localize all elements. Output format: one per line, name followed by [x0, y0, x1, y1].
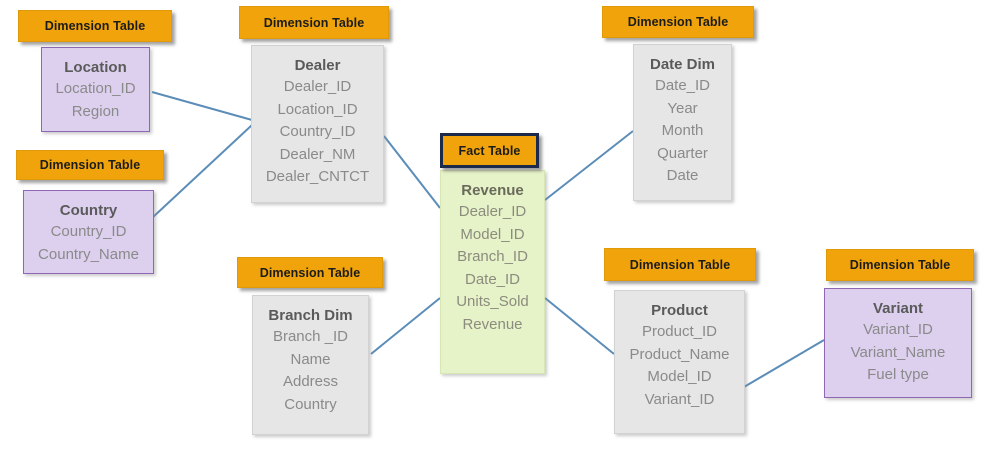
tag-label: Dimension Table — [849, 258, 951, 272]
field-branch-dim-3: Country — [284, 395, 337, 413]
field-date-dim-3: Quarter — [657, 144, 708, 162]
field-date-dim-4: Date — [666, 167, 699, 184]
table-location[interactable]: Location Location_ID Region — [41, 47, 150, 132]
field-date-dim-1: Year — [667, 99, 698, 117]
table-name-date-dim: Date Dim — [649, 56, 716, 73]
connector-product-variant — [743, 339, 825, 388]
field-country-0: Country_ID — [50, 223, 127, 240]
field-product-0: Product_ID — [641, 323, 718, 340]
connector-revenue-product — [544, 297, 615, 355]
tag-dimension-table-country: Dimension Table — [16, 150, 164, 180]
field-branch-dim-2: Address — [282, 373, 339, 390]
table-dealer[interactable]: Dealer Dealer_ID Location_ID Country_ID … — [251, 45, 384, 203]
table-product[interactable]: Product Product_ID Product_Name Model_ID… — [614, 290, 745, 434]
field-dealer-2: Country_ID — [279, 123, 356, 140]
connector-location-dealer — [151, 91, 253, 121]
field-dealer-4: Dealer_CNTCT — [265, 168, 370, 185]
tag-dimension-table-date-dim: Dimension Table — [602, 6, 754, 38]
table-name-product: Product — [651, 302, 708, 319]
connector-branchdim-revenue — [370, 297, 441, 355]
tag-label: Fact Table — [458, 143, 521, 158]
table-variant[interactable]: Variant Variant_ID Variant_Name Fuel typ… — [824, 288, 972, 398]
tag-label: Dimension Table — [629, 257, 731, 272]
field-country-1: Country_Name — [38, 245, 139, 263]
field-branch-dim-1: Name — [290, 350, 331, 368]
field-dealer-0: Dealer_ID — [283, 78, 352, 95]
field-date-dim-2: Month — [661, 122, 704, 139]
field-revenue-1: Model_ID — [460, 225, 525, 243]
tag-dimension-table-location: Dimension Table — [18, 10, 172, 42]
tag-label: Dimension Table — [39, 158, 141, 172]
field-branch-dim-0: Branch _ID — [272, 328, 349, 345]
field-location-1: Region — [71, 102, 120, 120]
field-dealer-1: Location_ID — [277, 100, 358, 118]
field-revenue-2: Branch_ID — [457, 248, 528, 265]
field-location-0: Location_ID — [55, 80, 136, 97]
field-revenue-3: Date_ID — [464, 270, 521, 288]
field-variant-1: Variant_Name — [850, 343, 946, 361]
tag-dimension-table-product: Dimension Table — [604, 248, 756, 281]
table-branch-dim[interactable]: Branch Dim Branch _ID Name Address Count… — [252, 295, 369, 435]
table-name-variant: Variant — [872, 300, 924, 317]
tag-dimension-table-variant: Dimension Table — [826, 249, 974, 281]
tag-label: Dimension Table — [627, 15, 729, 29]
tag-fact-table-revenue: Fact Table — [440, 133, 539, 168]
field-product-2: Model_ID — [647, 368, 712, 385]
connector-dealer-revenue — [383, 135, 441, 209]
field-variant-2: Fuel type — [867, 366, 929, 383]
table-revenue[interactable]: Revenue Dealer_ID Model_ID Branch_ID Dat… — [440, 170, 545, 374]
connector-country-dealer — [151, 124, 253, 219]
field-revenue-5: Revenue — [462, 315, 523, 333]
tag-label: Dimension Table — [259, 265, 361, 280]
tag-dimension-table-dealer: Dimension Table — [239, 6, 389, 39]
table-date-dim[interactable]: Date Dim Date_ID Year Month Quarter Date — [633, 44, 732, 201]
table-name-location: Location — [64, 59, 127, 76]
field-dealer-3: Dealer_NM — [279, 145, 356, 163]
field-product-1: Product_Name — [629, 345, 730, 363]
field-revenue-4: Units_Sold — [456, 293, 529, 310]
table-country[interactable]: Country Country_ID Country_Name — [23, 190, 154, 274]
field-date-dim-0: Date_ID — [654, 77, 711, 94]
table-name-dealer: Dealer — [294, 57, 341, 74]
field-revenue-0: Dealer_ID — [458, 203, 527, 220]
tag-dimension-table-branch-dim: Dimension Table — [237, 257, 383, 288]
tag-label: Dimension Table — [44, 19, 146, 33]
table-name-branch-dim: Branch Dim — [268, 307, 353, 324]
tag-label: Dimension Table — [263, 15, 365, 30]
field-variant-0: Variant_ID — [863, 321, 933, 338]
connector-revenue-datedim — [544, 130, 634, 201]
table-name-revenue: Revenue — [461, 182, 524, 199]
table-name-country: Country — [59, 202, 118, 219]
field-product-3: Variant_ID — [644, 390, 715, 408]
